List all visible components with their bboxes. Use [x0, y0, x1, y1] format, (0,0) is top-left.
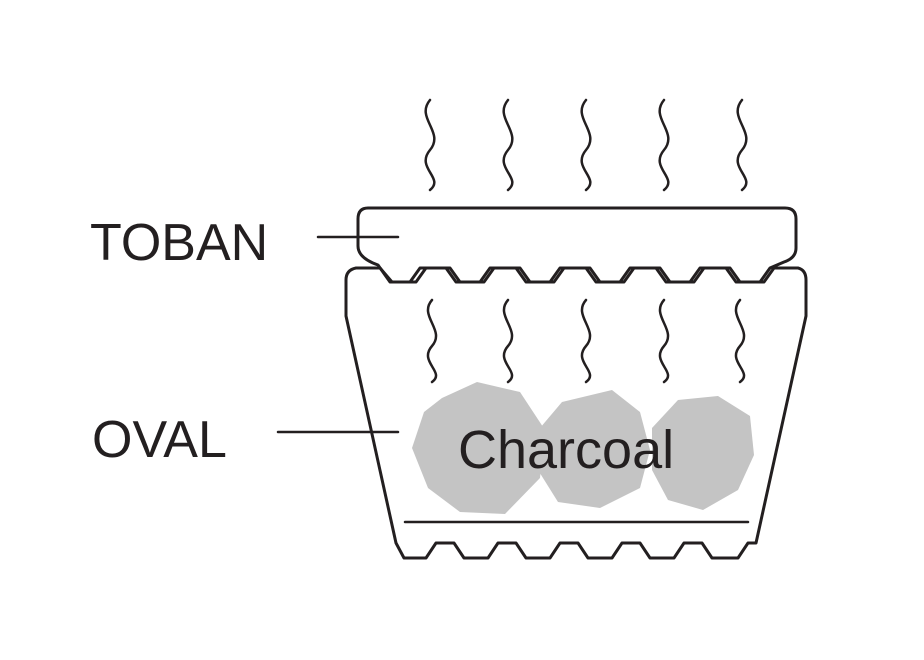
oval-body — [344, 266, 808, 560]
steam-wave — [424, 98, 436, 192]
charcoal-label: Charcoal — [458, 420, 674, 480]
steam-wave — [502, 98, 514, 192]
steam-wave — [580, 98, 592, 192]
toban-lid — [356, 206, 798, 284]
steam-wave — [736, 98, 748, 192]
steam-wave — [734, 298, 746, 384]
charcoal-lump — [652, 396, 754, 510]
charcoal-lump — [538, 390, 650, 508]
steam-wave — [580, 298, 592, 384]
steam-wave — [502, 298, 514, 384]
charcoal-lump — [412, 382, 545, 514]
steam-wave — [426, 298, 438, 384]
oval-label: OVAL — [92, 411, 227, 469]
steam-wave — [658, 98, 670, 192]
top-steam — [424, 98, 748, 192]
inner-steam — [426, 298, 746, 384]
toban-label: TOBAN — [90, 214, 268, 272]
charcoal-lumps — [412, 382, 754, 514]
steam-wave — [658, 298, 670, 384]
